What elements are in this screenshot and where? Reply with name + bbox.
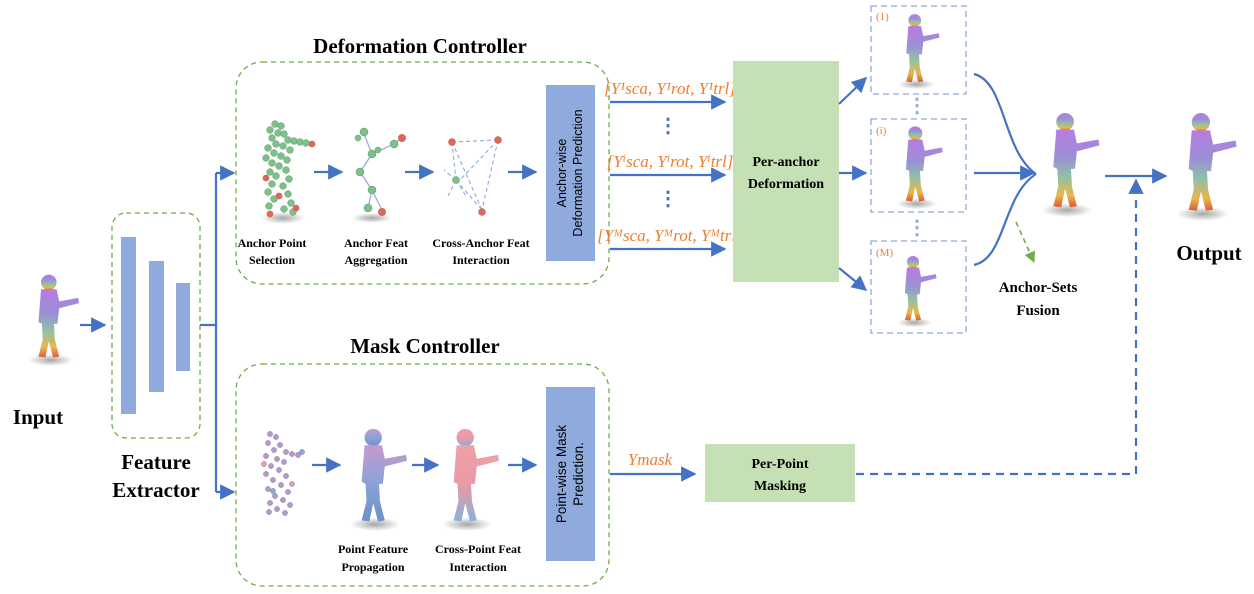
anchor-feat-label-2: Aggregation	[344, 253, 407, 267]
extractor-layer-3	[176, 283, 190, 371]
anchor-wise-prediction-box	[546, 85, 595, 261]
cross-point-figure	[442, 428, 499, 532]
extractor-layer-1	[121, 237, 136, 414]
mask-param: Υmask	[628, 450, 673, 469]
cross-point-label-2: Interaction	[449, 560, 507, 574]
per-anchor-deformation-box	[733, 61, 839, 282]
masking-label-1: Per-Point	[751, 457, 808, 472]
fusion-label-1: Anchor-Sets	[999, 280, 1078, 296]
anchor-pred-label-1: Anchor-wise	[555, 139, 569, 208]
param-set-1: [Υ¹sca, Υ¹rot, Υ¹trl]	[604, 79, 736, 98]
set-dots-2: ⋮	[907, 217, 927, 239]
anchor-pred-label-2: Deformation Prediction	[571, 109, 585, 236]
point-feature-figure	[350, 428, 407, 532]
anchor-set-m-label: (M)	[876, 247, 893, 259]
point-prop-label-2: Propagation	[341, 560, 404, 574]
anchor-point-label-2: Selection	[249, 253, 295, 267]
fusion-green-arrow	[1015, 221, 1035, 264]
mask-dashed-arrow	[856, 178, 1144, 476]
extractor-layer-2	[149, 261, 164, 392]
cross-anchor-label-1: Cross-Anchor Feat	[432, 236, 529, 250]
output-figure	[1176, 113, 1237, 221]
param-set-m: [Υᴹsca, Υᴹrot, Υᴹtrl]	[597, 226, 742, 245]
point-prop-label-1: Point Feature	[338, 542, 409, 556]
cross-anchor-graph	[443, 136, 502, 216]
fused-figure	[1041, 112, 1100, 218]
cross-point-label-1: Cross-Point Feat	[435, 542, 521, 556]
param-dots-1: ⋮	[658, 115, 678, 137]
anchor-set-i	[870, 118, 967, 213]
feature-extractor-label-2: Extractor	[112, 478, 199, 502]
mask-controller-frame	[235, 363, 610, 587]
deformation-controller-frame	[235, 61, 610, 285]
cross-anchor-label-2: Interaction	[452, 253, 510, 267]
per-anchor-label-1: Per-anchor	[752, 155, 819, 170]
point-pred-label-1: Point-wise Mask	[554, 425, 569, 524]
anchor-set-1-label: (1)	[876, 11, 889, 23]
anchor-set-m	[870, 240, 967, 334]
input-label: Input	[13, 405, 63, 429]
anchor-point-label-1: Anchor Point	[238, 236, 307, 250]
point-wise-prediction-box	[546, 387, 595, 561]
per-point-masking-box	[705, 444, 855, 502]
anchor-aggregation-graph	[352, 127, 406, 223]
fusion-curves	[973, 72, 1037, 267]
anchor-set-1	[870, 5, 967, 95]
feature-extractor-label-1: Feature	[121, 450, 191, 474]
param-arrows	[610, 94, 727, 257]
feature-extractor	[111, 212, 201, 439]
anchor-set-i-label: (i)	[876, 125, 887, 137]
split-arrows	[200, 165, 236, 500]
param-dots-2: ⋮	[658, 188, 678, 210]
per-anchor-label-2: Deformation	[748, 177, 824, 192]
input-figure	[28, 274, 80, 367]
masking-label-2: Masking	[754, 479, 806, 494]
set-dots-1: ⋮	[907, 95, 927, 117]
anchor-set-arrows	[838, 76, 868, 291]
point-pred-label-2: Prediction.	[571, 442, 586, 506]
fusion-label-2: Fusion	[1016, 303, 1060, 319]
output-label: Output	[1176, 241, 1241, 265]
anchor-feat-label-1: Anchor Feat	[344, 236, 408, 250]
param-set-i: [Υⁱsca, Υⁱrot, Υⁱtrl]	[607, 152, 734, 171]
mask-point-cloud	[261, 431, 305, 516]
mask-controller-title: Mask Controller	[350, 334, 500, 358]
deformation-controller-title: Deformation Controller	[313, 34, 527, 58]
anchor-point-cloud	[261, 120, 316, 224]
